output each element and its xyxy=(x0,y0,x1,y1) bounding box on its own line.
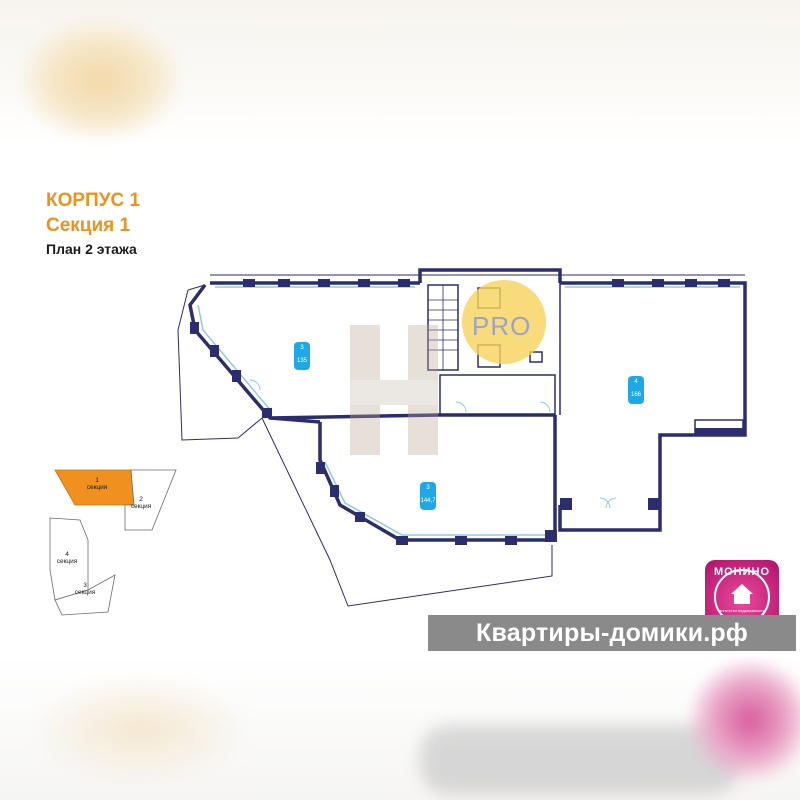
pier xyxy=(318,279,330,287)
door-swing xyxy=(599,497,611,509)
watermark-banner: Квартиры-домики.рф xyxy=(428,615,796,651)
section-number: 1 xyxy=(95,477,99,484)
key-section-2 xyxy=(124,469,177,531)
pier xyxy=(685,279,697,287)
blurred-top-area xyxy=(0,0,800,145)
key-section-3-label: 3 секция xyxy=(70,582,100,596)
key-section-4-label: 4 секция xyxy=(52,551,82,565)
section-title: Секция 1 xyxy=(46,215,131,236)
pier xyxy=(612,279,624,287)
pier xyxy=(190,322,199,334)
lobby-room xyxy=(439,374,556,416)
key-section-1-label: 1 секция xyxy=(82,477,112,491)
pier xyxy=(396,536,408,545)
wall-center-room xyxy=(318,415,557,542)
door-swing xyxy=(455,401,467,413)
terrace-outline-left xyxy=(177,289,263,441)
door-swing xyxy=(249,379,261,391)
pier xyxy=(355,512,365,522)
wall-core-top xyxy=(418,268,562,283)
pier xyxy=(560,498,572,510)
key-plan xyxy=(49,469,177,616)
floor-plan-title: План 2 этажа xyxy=(46,241,137,257)
pier xyxy=(330,485,339,497)
key-section-2-label: 2 секция xyxy=(126,496,156,510)
key-section-3 xyxy=(54,574,116,616)
room-area: 166 xyxy=(630,392,641,398)
blurred-bottom-area xyxy=(0,655,800,800)
terrace-outline-top-left xyxy=(187,284,206,291)
section-number: 3 xyxy=(83,582,87,589)
room-label-right: 4 166 xyxy=(628,376,644,404)
room-area: 144,7 xyxy=(420,498,436,504)
pier xyxy=(262,408,272,418)
room-label-center: 3 144,7 xyxy=(420,482,436,510)
watermark-h-bar xyxy=(350,380,438,405)
pier xyxy=(652,279,664,287)
room-number: 3 xyxy=(426,485,430,491)
wall-right-room xyxy=(558,281,747,532)
watermark-h-right xyxy=(408,325,438,455)
house-icon xyxy=(731,584,753,594)
blurred-spot xyxy=(690,660,800,780)
logo-name: МОНИНО xyxy=(713,566,771,578)
pier xyxy=(398,279,410,287)
room-label-left: 3 135 xyxy=(294,342,310,370)
window-band-center xyxy=(324,461,550,536)
door-swing xyxy=(605,497,617,509)
room-area: 135 xyxy=(296,358,307,364)
pro-watermark-circle xyxy=(462,280,546,364)
pier xyxy=(648,498,660,510)
room-number: 3 xyxy=(300,345,304,351)
section-number: 2 xyxy=(139,496,143,503)
pier xyxy=(358,279,370,287)
pier xyxy=(232,370,241,382)
pier xyxy=(505,536,517,545)
pier xyxy=(316,462,325,474)
pier xyxy=(455,536,467,545)
building-title: КОРПУС 1 xyxy=(46,190,141,211)
blurred-spot xyxy=(20,20,180,140)
room-number: 4 xyxy=(634,379,638,385)
shaft-small xyxy=(529,351,543,363)
pier xyxy=(718,279,730,287)
section-word: секция xyxy=(86,484,108,491)
watermark-h-left xyxy=(350,325,380,455)
blurred-spot xyxy=(30,675,250,785)
section-word: секция xyxy=(74,589,96,596)
pier xyxy=(278,279,290,287)
house-icon-body xyxy=(734,594,750,604)
window-band-curve xyxy=(197,304,273,413)
section-number: 4 xyxy=(65,551,69,558)
section-word: секция xyxy=(56,558,78,565)
pier xyxy=(545,530,557,542)
terrace-outline-bottom xyxy=(261,417,553,607)
pier xyxy=(695,428,743,435)
door-swing xyxy=(539,401,551,413)
balcony-niche xyxy=(694,419,744,435)
pier xyxy=(210,345,219,357)
blurred-spot xyxy=(420,725,740,795)
logo-subtitle: агентство недвижимости xyxy=(718,608,766,613)
section-word: секция xyxy=(130,503,152,510)
pro-watermark-text: PRO xyxy=(472,311,532,341)
pier xyxy=(243,279,255,287)
